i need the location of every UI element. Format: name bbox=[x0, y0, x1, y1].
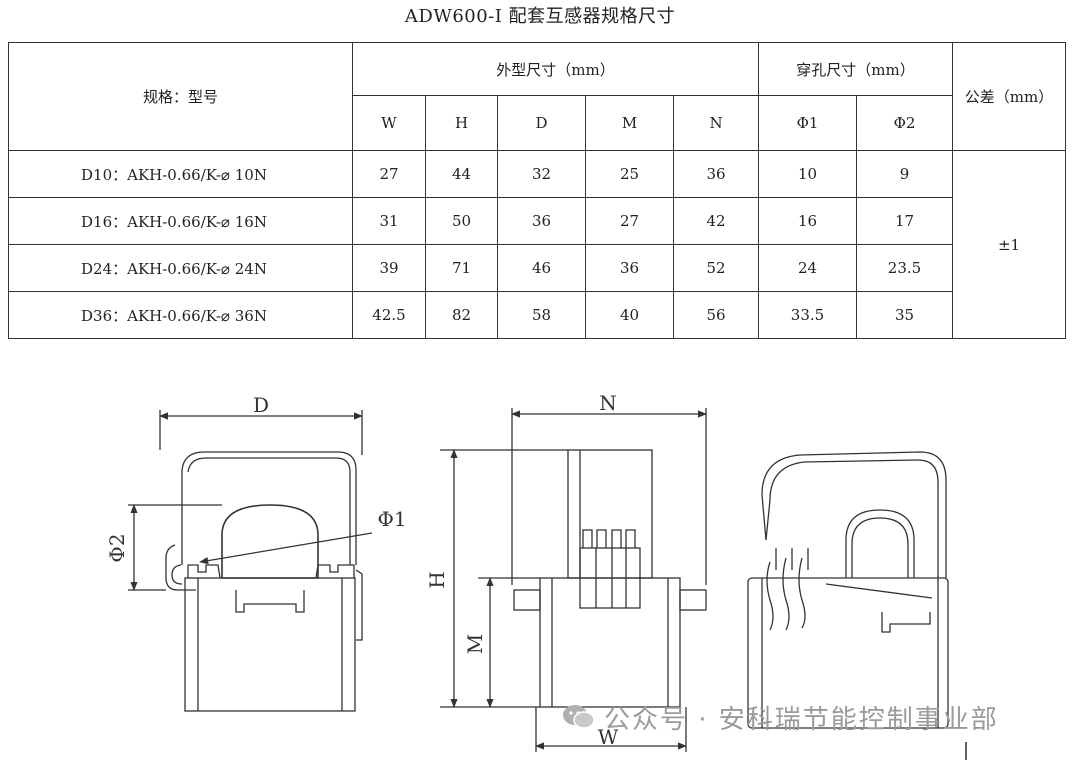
table-row: D36：AKH-0.66/K-⌀ 36N 42.5 82 58 40 56 33… bbox=[8, 291, 1066, 339]
outer-size-header: 外型尺寸（mm） bbox=[352, 42, 759, 96]
col-header-m: M bbox=[585, 95, 674, 151]
cell-m: 36 bbox=[585, 244, 674, 292]
cell-phi2: 17 bbox=[855, 197, 954, 245]
col-header-h: H bbox=[425, 95, 498, 151]
col-header-w: W bbox=[352, 95, 426, 151]
col-header-n: N bbox=[673, 95, 759, 151]
cell-w: 39 bbox=[352, 244, 426, 292]
label-phi1: Φ1 bbox=[377, 507, 406, 531]
label-m: M bbox=[463, 634, 487, 654]
spec-header: 规格：型号 bbox=[8, 42, 353, 151]
cell-phi2: 35 bbox=[855, 291, 954, 339]
cell-n: 52 bbox=[673, 244, 759, 292]
cell-d: 46 bbox=[497, 244, 586, 292]
col-header-phi1: Φ1 bbox=[758, 95, 857, 151]
dimension-drawings: D Φ1 Φ2 N H M W bbox=[105, 391, 967, 760]
side-view-drawing bbox=[440, 408, 707, 752]
cell-phi2: 9 bbox=[855, 150, 954, 198]
table-row: D16：AKH-0.66/K-⌀ 16N 31 50 36 27 42 16 1… bbox=[8, 197, 1066, 245]
cell-m: 25 bbox=[585, 150, 674, 198]
cell-d: 58 bbox=[497, 291, 586, 339]
cell-phi1: 16 bbox=[758, 197, 857, 245]
watermark: 公众号 · 安科瑞节能控制事业部 bbox=[562, 700, 1062, 735]
watermark-text: 公众号 · 安科瑞节能控制事业部 bbox=[604, 704, 999, 735]
cell-n: 56 bbox=[673, 291, 759, 339]
col-header-d: D bbox=[497, 95, 586, 151]
model-cell: D24：AKH-0.66/K-⌀ 24N bbox=[8, 244, 353, 292]
isometric-view-drawing bbox=[747, 451, 949, 729]
cell-h: 44 bbox=[425, 150, 498, 198]
cell-w: 31 bbox=[352, 197, 426, 245]
spec-table: 规格：型号 外型尺寸（mm） 穿孔尺寸（mm） 公差（mm） W H D M N… bbox=[8, 42, 1067, 339]
col-header-phi2: Φ2 bbox=[855, 95, 954, 151]
table-row: D10：AKH-0.66/K-⌀ 10N 27 44 32 25 36 10 9… bbox=[8, 150, 1067, 339]
cell-phi1: 24 bbox=[758, 244, 857, 292]
model-cell: D36：AKH-0.66/K-⌀ 36N bbox=[8, 291, 353, 339]
page-title: ADW600-I 配套互感器规格尺寸 bbox=[404, 6, 676, 27]
wechat-icon bbox=[562, 703, 596, 731]
tolerance-header: 公差（mm） bbox=[952, 42, 1067, 151]
cell-phi1: 10 bbox=[758, 150, 857, 198]
cell-phi2: 23.5 bbox=[855, 244, 954, 292]
cell-phi1: 33.5 bbox=[758, 291, 857, 339]
model-cell: D10：AKH-0.66/K-⌀ 10N bbox=[8, 150, 353, 198]
cell-w: 42.5 bbox=[352, 291, 426, 339]
cell-n: 42 bbox=[673, 197, 759, 245]
table-row: D24：AKH-0.66/K-⌀ 24N 39 71 46 36 52 24 2… bbox=[8, 244, 1066, 292]
front-view-drawing bbox=[128, 410, 373, 712]
cell-h: 71 bbox=[425, 244, 498, 292]
label-w: W bbox=[598, 725, 619, 749]
cell-h: 82 bbox=[425, 291, 498, 339]
label-phi2: Φ2 bbox=[105, 533, 129, 562]
label-d: D bbox=[253, 393, 269, 417]
cell-d: 36 bbox=[497, 197, 586, 245]
model-cell: D16：AKH-0.66/K-⌀ 16N bbox=[8, 197, 353, 245]
cell-h: 50 bbox=[425, 197, 498, 245]
hole-size-header: 穿孔尺寸（mm） bbox=[757, 42, 954, 96]
cell-d: 32 bbox=[497, 150, 586, 198]
cell-w: 27 bbox=[352, 150, 426, 198]
tolerance-cell: ±1 bbox=[952, 150, 1067, 339]
cell-m: 40 bbox=[585, 291, 674, 339]
label-n: N bbox=[599, 391, 617, 415]
cell-m: 27 bbox=[585, 197, 674, 245]
label-h: H bbox=[425, 571, 449, 588]
cell-n: 36 bbox=[673, 150, 759, 198]
